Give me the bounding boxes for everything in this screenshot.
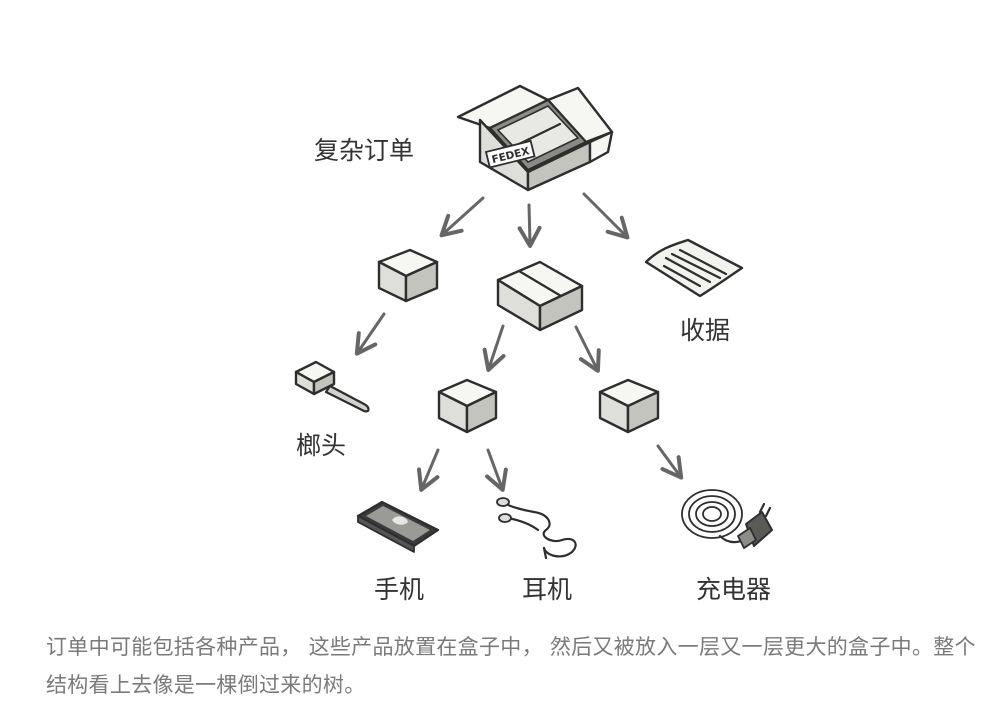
- charger-icon: [681, 489, 773, 549]
- phone-icon: [356, 500, 440, 553]
- box-level2-right: [598, 378, 660, 434]
- receipt-icon: [644, 238, 744, 298]
- root-box: FEDEX: [456, 84, 614, 192]
- figure-caption: 订单中可能包括各种产品， 这些产品放置在盒子中， 然后又被放入一层又一层更大的盒…: [46, 635, 976, 697]
- earphones-label: 耳机: [522, 575, 572, 604]
- earphones-icon: [496, 497, 577, 560]
- hammer-icon: [294, 360, 370, 413]
- box-level2-left: [437, 378, 498, 434]
- arrows: [354, 192, 684, 492]
- root-label: 复杂订单: [314, 136, 414, 165]
- charger-label: 充电器: [696, 575, 771, 604]
- phone-label: 手机: [374, 575, 424, 604]
- box-large-middle: [496, 260, 584, 332]
- hammer-label: 榔头: [296, 431, 346, 460]
- receipt-label: 收据: [680, 316, 730, 345]
- box-small-left: [377, 248, 439, 303]
